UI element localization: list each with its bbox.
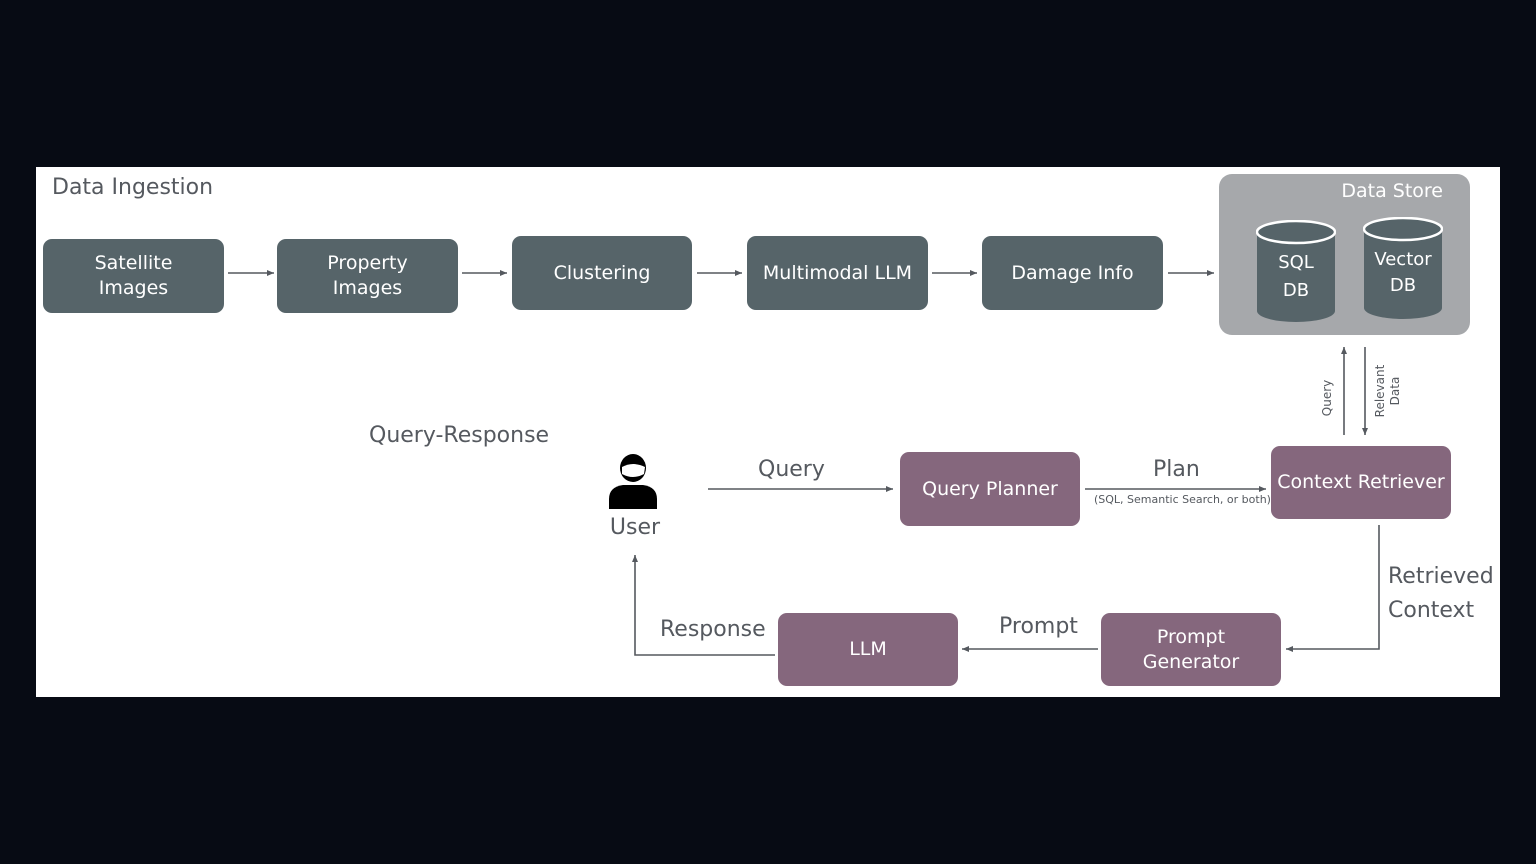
query-planner-label: Query Planner [922,477,1058,500]
llm-node: LLM [778,613,958,686]
prompt-generator-label-2: Generator [1142,650,1240,673]
query-edge-label: Query [758,457,825,482]
data-store-container: Data Store SQL DB Vector DB [1219,174,1470,335]
llm-label: LLM [849,638,887,660]
store-query-label: Query [1320,379,1334,417]
relevant-data-label-2: Data [1388,376,1402,406]
plan-detail-label: (SQL, Semantic Search, or both) [1094,493,1271,506]
query-response-title: Query-Response [369,423,550,448]
diagram-panel: Data Ingestion Query-Response Satellite … [36,167,1500,697]
vector-db-icon: Vector DB [1363,217,1443,320]
vector-db-label-2: DB [1389,275,1417,296]
multimodal-llm-node: Multimodal LLM [747,236,928,310]
user-label: User [609,515,661,540]
clustering-node: Clustering [512,236,692,310]
connector-layer [228,270,1380,656]
context-retriever-node: Context Retriever [1271,446,1451,519]
retrieved-context-label-2: Context [1388,598,1475,623]
damage-info-label: Damage Info [1011,261,1134,284]
property-images-node: Property Images [277,239,458,313]
sql-db-label-1: SQL [1278,252,1314,273]
user-icon [609,454,657,509]
response-edge-label: Response [660,617,766,642]
data-ingestion-title: Data Ingestion [52,175,214,200]
arrow-retriever-to-generator [1286,525,1380,652]
data-store-title: Data Store [1341,180,1443,202]
plan-edge-label: Plan [1153,457,1200,482]
prompt-generator-label-1: Prompt [1156,625,1226,648]
prompt-edge-label: Prompt [999,614,1078,639]
clustering-label: Clustering [553,261,651,284]
relevant-data-label: Relevant Data [1373,361,1405,421]
satellite-images-label-2: Images [98,277,169,299]
query-planner-node: Query Planner [900,452,1080,526]
satellite-images-node: Satellite Images [43,239,224,313]
context-retriever-label: Context Retriever [1277,471,1445,493]
vector-db-label-1: Vector [1374,249,1432,270]
multimodal-llm-label: Multimodal LLM [762,261,913,284]
sql-db-icon: SQL DB [1256,220,1336,323]
property-images-label-2: Images [332,277,403,299]
property-images-label-1: Property [327,252,408,274]
prompt-generator-node: Prompt Generator [1101,613,1281,686]
relevant-data-label-1: Relevant [1373,364,1387,418]
retrieved-context-label-1: Retrieved [1388,564,1494,589]
satellite-images-label-1: Satellite [94,252,173,274]
sql-db-label-2: DB [1282,280,1310,301]
damage-info-node: Damage Info [982,236,1163,310]
arrow-llm-to-user [632,555,775,656]
